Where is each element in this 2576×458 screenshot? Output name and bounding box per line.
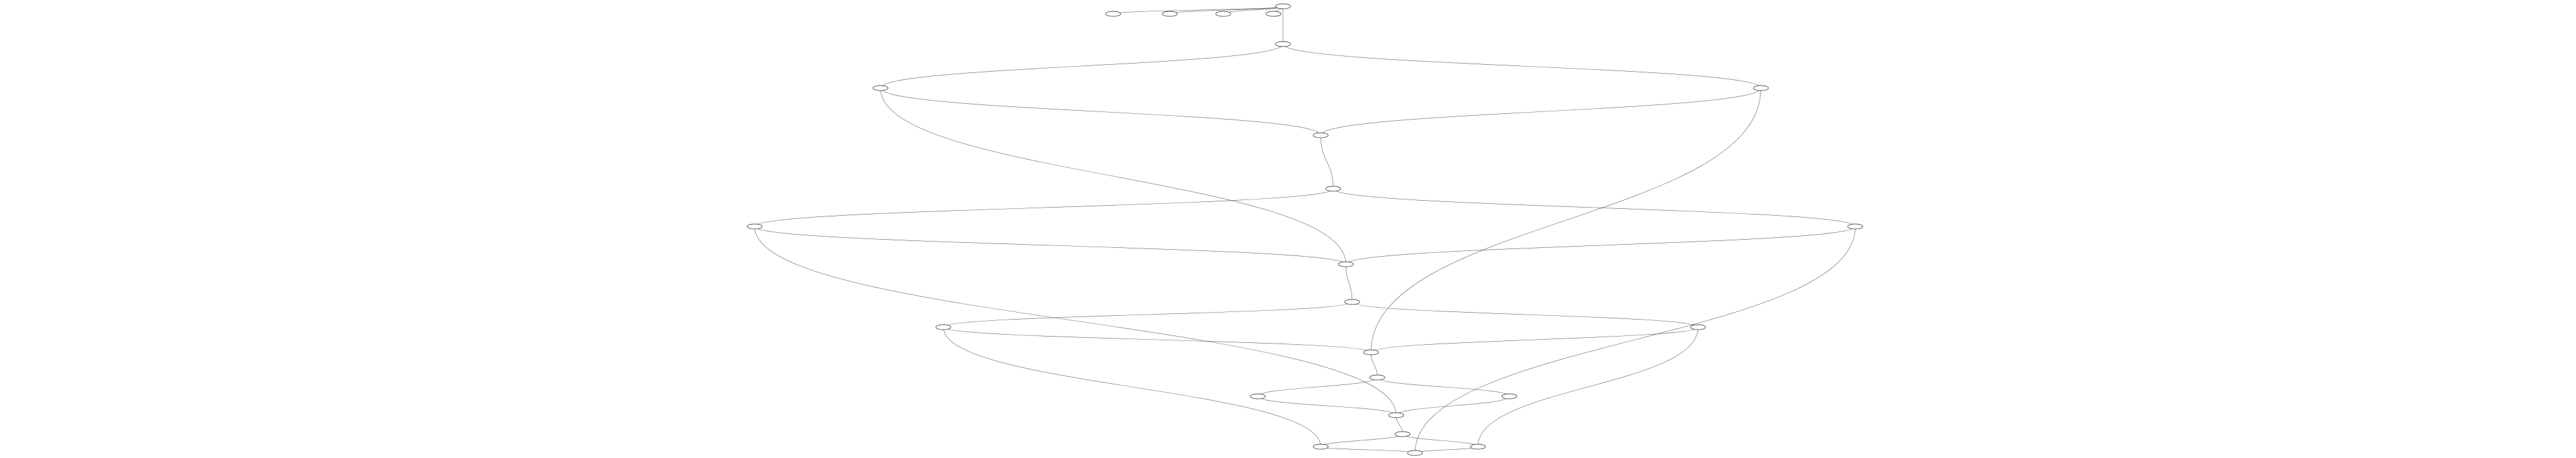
graph-edge <box>1370 327 1699 353</box>
graph-edge <box>1396 396 1510 416</box>
graph-node <box>1753 85 1769 91</box>
graph-node <box>1215 11 1231 17</box>
node-shape <box>1753 85 1769 91</box>
node-shape <box>1338 261 1354 267</box>
node-shape <box>1407 450 1423 456</box>
graph-edge <box>1320 135 1334 189</box>
graph-edge <box>1333 188 1856 227</box>
graph-edge <box>1282 43 1762 89</box>
node-shape <box>1369 374 1385 381</box>
graph-edge <box>1370 352 1378 378</box>
node-shape <box>1250 393 1266 399</box>
graph-node <box>1338 261 1354 267</box>
graph-edge <box>1402 433 1479 447</box>
node-shape <box>1501 393 1518 399</box>
graph-node <box>1265 11 1282 17</box>
node-shape <box>1313 132 1329 138</box>
graph-edge <box>1352 301 1699 328</box>
graph-node <box>747 223 763 230</box>
graph-edge <box>1477 327 1699 447</box>
node-shape <box>1363 349 1379 355</box>
node-shape <box>1215 11 1231 17</box>
graph-edge <box>1396 415 1403 435</box>
graph-edge <box>1377 377 1510 397</box>
graph-node <box>1470 444 1486 450</box>
graph-node <box>872 85 889 91</box>
node-shape <box>935 324 952 330</box>
graph-edge <box>1345 226 1856 265</box>
graph-node <box>1501 393 1518 399</box>
graph-node <box>1162 11 1178 17</box>
graph-node: - <box>1275 3 1291 9</box>
graph-edge <box>1414 446 1479 454</box>
node-shape <box>1388 412 1404 418</box>
graph-edge <box>880 87 1321 136</box>
graph-node <box>1394 431 1411 437</box>
graph-node <box>1325 186 1341 192</box>
graph-node <box>1344 299 1360 305</box>
graph-edge <box>1370 87 1762 353</box>
graph-node <box>1313 444 1329 450</box>
node-label: - <box>1282 5 1283 8</box>
node-shape <box>1470 444 1486 450</box>
graph-edge <box>880 43 1284 89</box>
node-layer: - <box>747 3 1863 456</box>
node-shape <box>747 223 763 230</box>
graph-node <box>935 324 952 330</box>
node-shape <box>1344 299 1360 305</box>
graph-edge <box>1320 87 1762 136</box>
node-shape <box>872 85 889 91</box>
graph-edge <box>754 226 1397 416</box>
graph-node <box>1847 223 1863 230</box>
node-shape <box>1265 11 1282 17</box>
graph-node <box>1407 450 1423 456</box>
graph-node <box>1388 412 1404 418</box>
graph-node <box>1690 324 1706 330</box>
graph-node <box>1275 41 1291 47</box>
graph-node <box>1363 349 1379 355</box>
node-shape <box>1162 11 1178 17</box>
graph-node <box>1369 374 1385 381</box>
edge-layer <box>754 6 1856 454</box>
node-shape <box>1394 431 1411 437</box>
graph-edge <box>754 226 1346 265</box>
graph-edge <box>943 301 1353 328</box>
graph-edge <box>1257 396 1397 416</box>
graph-edge <box>1414 226 1856 454</box>
graph-edge <box>1320 433 1403 447</box>
graph-edge <box>1345 264 1353 303</box>
graph-edge <box>1320 446 1416 454</box>
node-shape <box>1275 3 1291 9</box>
graph-node <box>1313 132 1329 138</box>
node-shape <box>1275 41 1291 47</box>
node-shape <box>1313 444 1329 450</box>
graph-node <box>1105 11 1121 17</box>
graph-edge <box>754 188 1334 227</box>
graph-edge <box>943 327 1321 447</box>
node-shape <box>1325 186 1341 192</box>
graph-edge <box>1113 6 1284 14</box>
graph-edge <box>943 327 1372 353</box>
graph-edge <box>1257 377 1378 397</box>
graph-node <box>1250 393 1266 399</box>
graph-edge <box>880 87 1346 265</box>
node-shape <box>1690 324 1706 330</box>
node-shape <box>1105 11 1121 17</box>
node-shape <box>1847 223 1863 230</box>
